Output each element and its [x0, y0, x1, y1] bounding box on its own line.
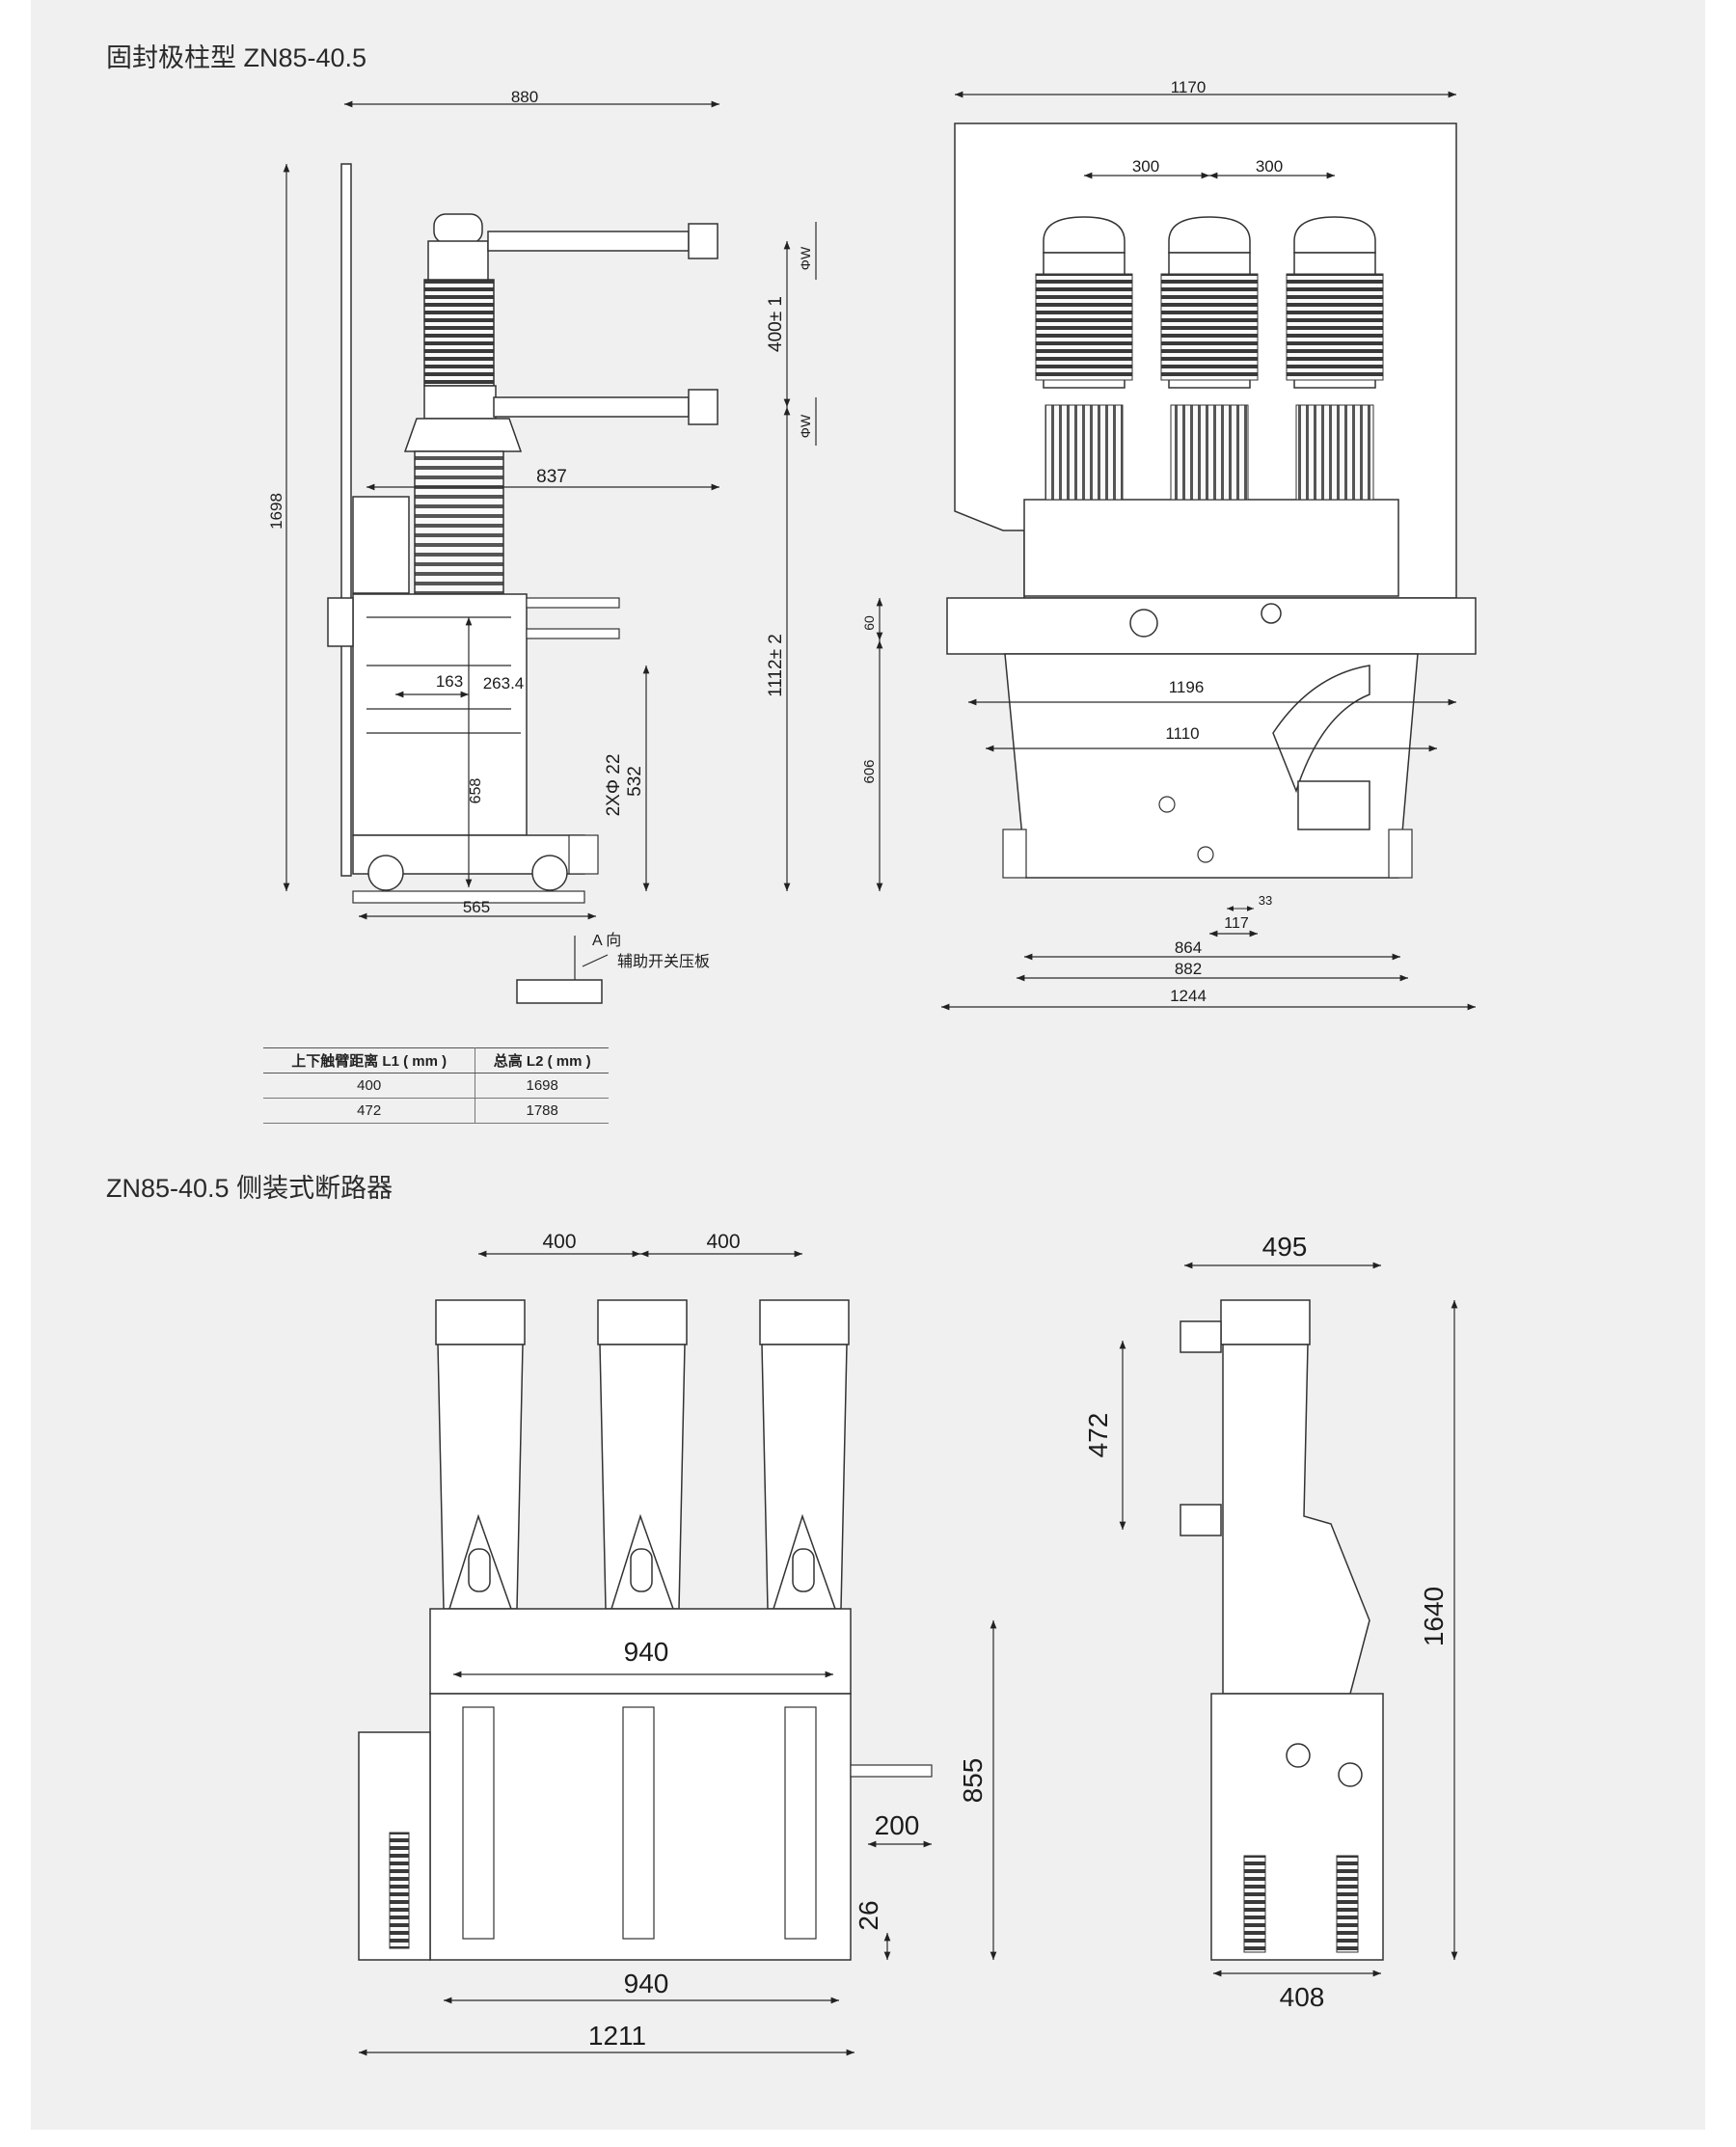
table-header-l2: 总高 L2 ( mm ) — [475, 1047, 609, 1074]
heading-top: 固封极柱型 ZN85-40.5 — [106, 43, 367, 72]
dim-300-right: 300 — [1256, 157, 1283, 176]
dim2-400-right: 400 — [706, 1231, 740, 1253]
table-header-l1: 上下触臂距离 L1 ( mm ) — [263, 1047, 476, 1074]
dim2-1211: 1211 — [588, 2021, 646, 2051]
phi-bottom: ΦW — [798, 414, 813, 438]
dim2-200: 200 — [875, 1810, 920, 1840]
table-cell: 400 — [263, 1073, 476, 1099]
table-cell: 1788 — [475, 1098, 609, 1124]
dim-532: 532 — [625, 766, 645, 797]
dim-60: 60 — [861, 615, 877, 631]
dim-117: 117 — [1224, 915, 1249, 932]
dim-1112: 1112± 2 — [766, 634, 786, 697]
dim-263: 263.4 — [483, 674, 525, 693]
dim-1170: 1170 — [1171, 78, 1207, 96]
dim2-408: 408 — [1280, 1982, 1325, 2012]
dim-882: 882 — [1175, 960, 1202, 978]
diagram1-side-view: A 向 辅助开关压板 880 1698 837 400± 1 1112± 2 Φ… — [267, 88, 817, 1004]
dim-300-left: 300 — [1132, 157, 1159, 176]
dim-163: 163 — [436, 672, 463, 691]
aux-switch-callout: 辅助开关压板 — [617, 953, 710, 970]
table-cell: 1698 — [475, 1073, 609, 1099]
dim2-26: 26 — [854, 1900, 883, 1930]
a-view-label: A 向 — [592, 932, 621, 949]
dim-33: 33 — [1259, 893, 1272, 908]
table-row: 400 1698 — [263, 1073, 609, 1099]
dim-880: 880 — [511, 88, 538, 106]
dim2-940-bottom: 940 — [624, 1969, 669, 1998]
dim-1698: 1698 — [267, 493, 285, 530]
table-row: 472 1788 — [263, 1098, 609, 1124]
table-header-row: 上下触臂距离 L1 ( mm ) 总高 L2 ( mm ) — [263, 1047, 609, 1074]
dim-1244: 1244 — [1170, 987, 1207, 1005]
heading-bottom: ZN85-40.5 侧装式断路器 — [106, 1174, 393, 1203]
phi-top: ΦW — [798, 246, 813, 270]
table-cell: 472 — [263, 1098, 476, 1124]
dim-658: 658 — [468, 778, 484, 804]
dim-837: 837 — [536, 467, 567, 487]
diagram2-side-view: 495 472 1640 408 — [1083, 1232, 1458, 2012]
dim2-472: 472 — [1083, 1413, 1113, 1458]
dim-1196: 1196 — [1169, 678, 1205, 696]
dim-565: 565 — [463, 898, 490, 916]
dim2-400-left: 400 — [542, 1231, 576, 1253]
dim-606: 606 — [861, 759, 878, 783]
dim2-940-top: 940 — [624, 1637, 669, 1667]
dim2-855: 855 — [958, 1758, 988, 1804]
dim2-1640: 1640 — [1419, 1587, 1449, 1646]
dim-1110: 1110 — [1165, 724, 1199, 743]
dim2-495: 495 — [1262, 1232, 1308, 1262]
contact-arm-table: 上下触臂距离 L1 ( mm ) 总高 L2 ( mm ) 400 1698 4… — [263, 1047, 609, 1124]
diagram1-front-view: 1170 300 300 60 606 1196 1110 33 117 864… — [861, 78, 1477, 1011]
dim-864: 864 — [1175, 938, 1202, 957]
dim-400: 400± 1 — [766, 296, 786, 352]
dim-hole: 2XΦ 22 — [604, 754, 624, 817]
diagram2-front-view: 400 400 940 855 200 26 940 1211 — [358, 1231, 997, 2056]
